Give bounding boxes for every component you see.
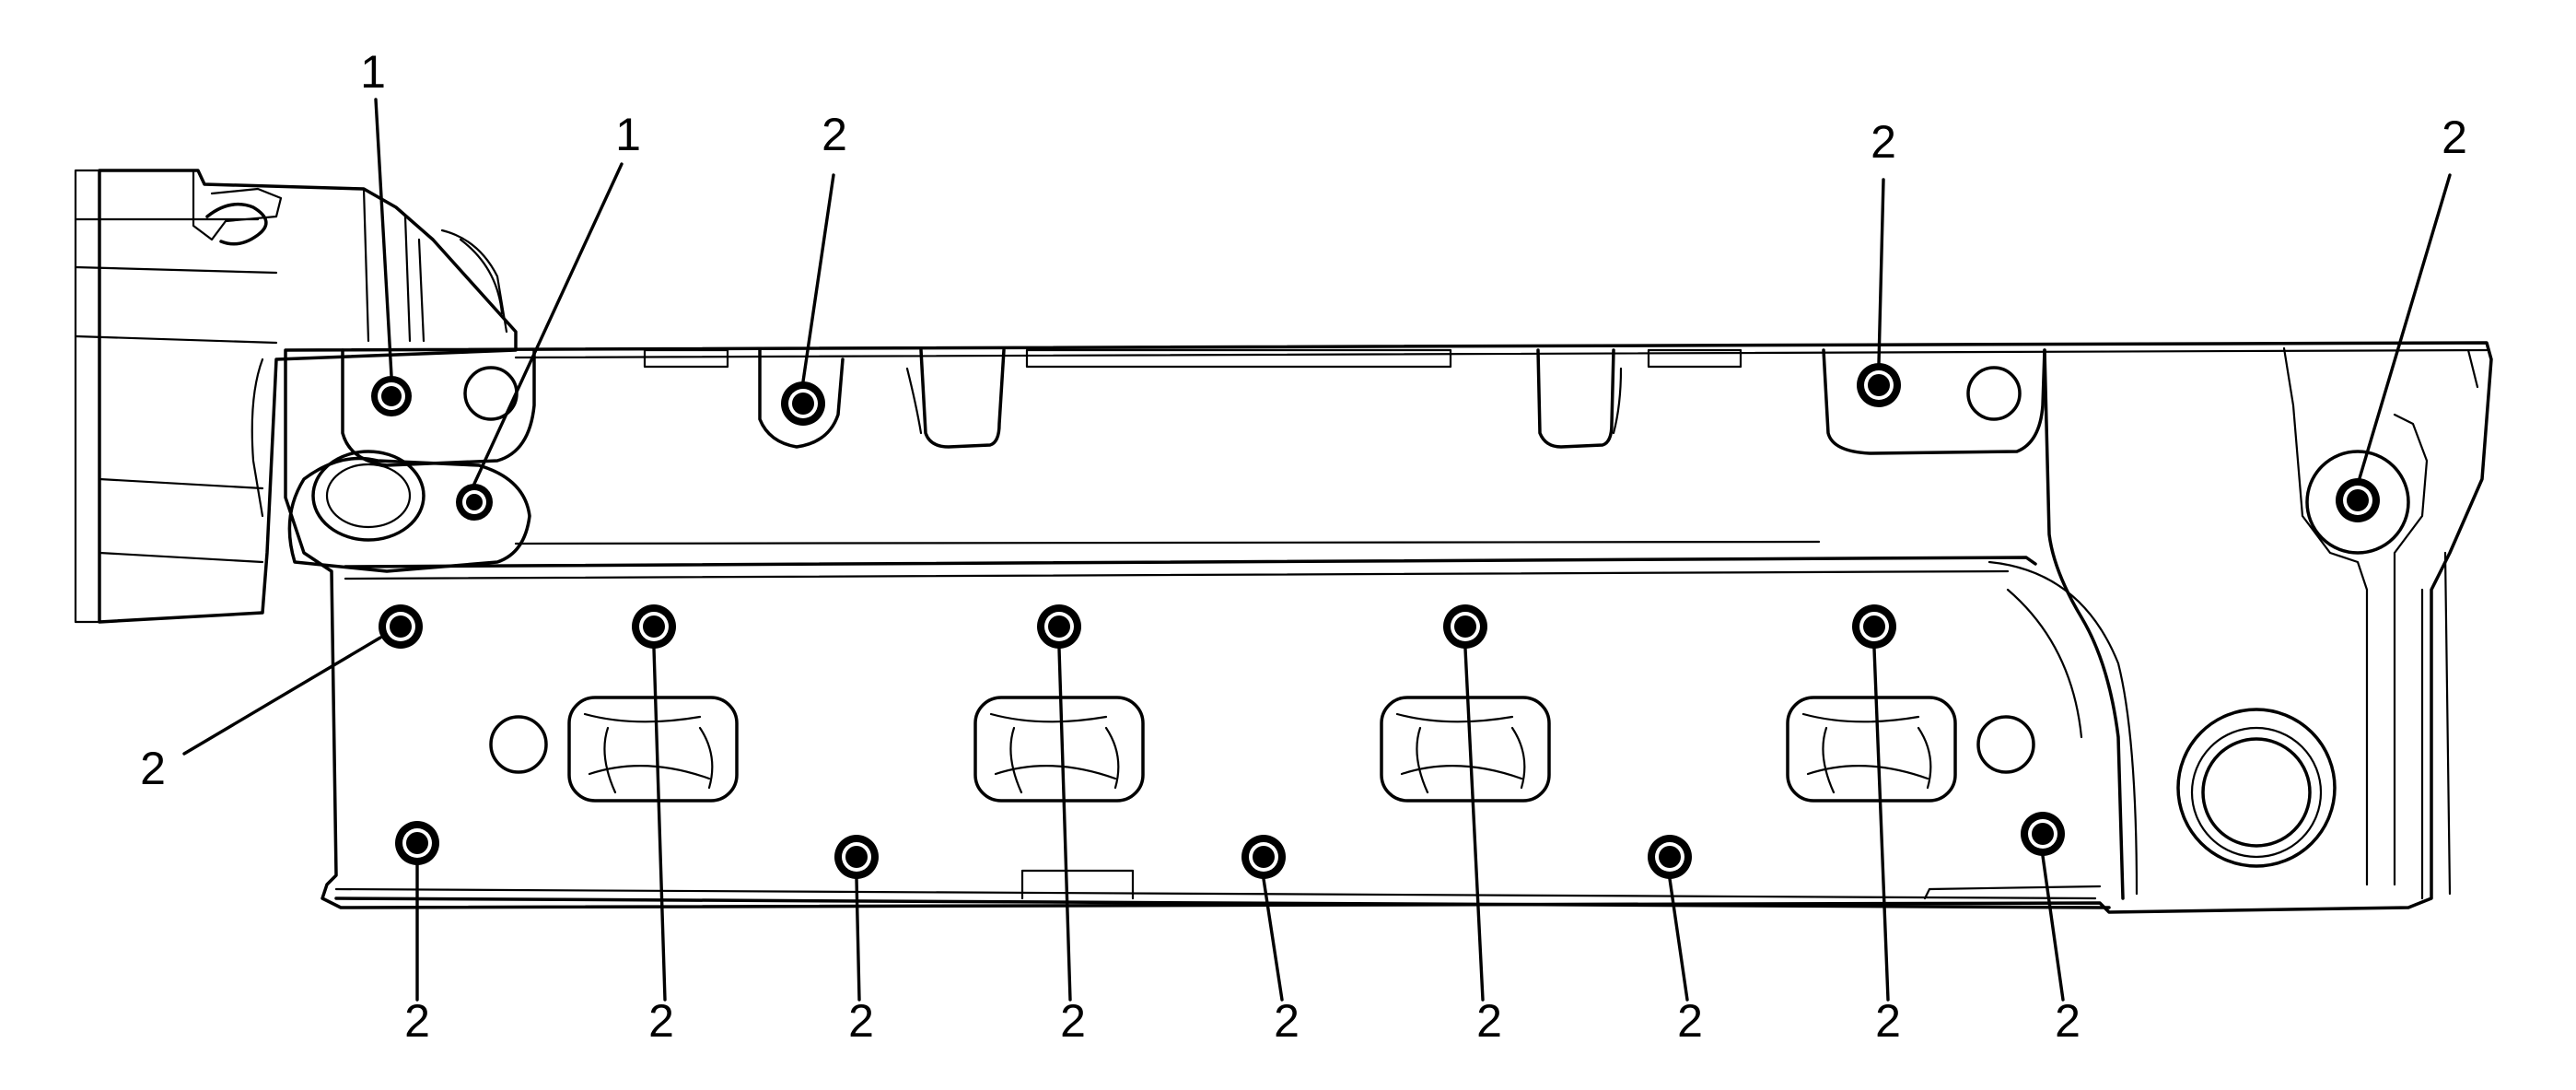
right-boss	[2305, 450, 2410, 555]
bolt-lower-1	[395, 821, 439, 865]
port-4	[1786, 696, 1957, 803]
bolt-1a	[371, 376, 412, 416]
leader-lines	[182, 98, 2452, 1002]
bolt-lower-3	[1241, 835, 1286, 879]
callout-2: 2	[1677, 995, 1703, 1047]
callout-2: 2	[2055, 995, 2081, 1047]
bolt-upper-4	[1443, 604, 1487, 649]
bolt-lower-5	[2021, 812, 2065, 856]
bolt-lower-4	[1648, 835, 1692, 879]
callout-2: 2	[1871, 116, 1896, 168]
bolt-upper-1	[379, 604, 423, 649]
hole	[1976, 715, 2035, 774]
plug-inner	[2201, 737, 2312, 848]
callout-labels: 1 1 2 2 2 2 2 2 2 2 2 2 2 2 2	[140, 46, 2467, 1047]
callout-2: 2	[822, 109, 847, 160]
head-body	[284, 341, 2493, 914]
callout-2: 2	[1274, 995, 1300, 1047]
callout-2: 2	[1875, 995, 1901, 1047]
port-1	[567, 696, 739, 803]
bolt-upper-2	[632, 604, 676, 649]
plain-holes	[311, 366, 2410, 868]
callout-2: 2	[2442, 111, 2467, 163]
exhaust-ports	[567, 696, 1957, 803]
bolt-top-3	[2336, 478, 2380, 522]
hole	[1966, 366, 2022, 421]
callout-1: 1	[360, 46, 386, 98]
callout-2: 2	[1476, 995, 1502, 1047]
callout-2: 2	[1060, 995, 1086, 1047]
bolt-1b	[456, 484, 493, 521]
callout-2: 2	[404, 995, 430, 1047]
bolt-top-2	[1857, 363, 1901, 407]
callout-2: 2	[140, 743, 166, 794]
callout-2: 2	[648, 995, 674, 1047]
port-2	[973, 696, 1145, 803]
bolt-lower-2	[834, 835, 879, 879]
bolts	[371, 363, 2380, 879]
port-3	[1380, 696, 1551, 803]
plug-outer	[2176, 708, 2337, 868]
bolt-upper-5	[1852, 604, 1896, 649]
callout-1: 1	[615, 109, 641, 160]
bolt-top-1	[781, 381, 825, 426]
large-hole	[311, 450, 425, 542]
bolt-upper-3	[1037, 604, 1081, 649]
hole	[489, 715, 548, 774]
front-housing	[74, 169, 531, 624]
callout-2: 2	[848, 995, 874, 1047]
